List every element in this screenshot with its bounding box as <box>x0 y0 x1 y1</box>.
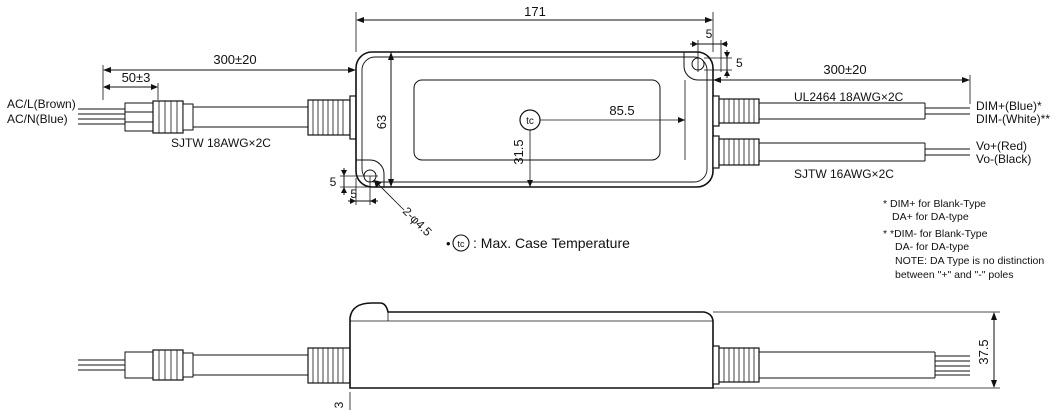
side-height-label: 37.5 <box>976 339 991 364</box>
strip-length-label: 50±3 <box>122 70 151 85</box>
side-bottom-label: 3 <box>332 401 346 408</box>
ac-l-label: AC/L(Brown) <box>7 97 76 111</box>
holes-label: 2-φ4.5 <box>400 204 435 239</box>
bottom-y-label: 5 <box>330 175 337 189</box>
output-cable-label: SJTW 16AWG×2C <box>794 167 894 181</box>
note-line-2: DA+ for DA-type <box>892 211 969 223</box>
note-line-5: NOTE: DA Type is no distinction <box>895 255 1044 267</box>
right-strain-reliefs <box>712 95 760 169</box>
bottom-x-label: 5 <box>350 187 357 201</box>
dim-top-right-corner: 5 5 <box>690 27 743 78</box>
left-strain-relief <box>307 95 357 140</box>
dim-height: 63 <box>374 52 394 187</box>
note-line-1: * DIM+ for Blank-Type <box>883 198 986 210</box>
dim-minus-label: DIM-(White)** <box>976 112 1050 126</box>
top-view: 171 300±20 50±3 <box>7 4 1050 239</box>
ac-n-label: AC/N(Blue) <box>7 112 68 126</box>
dim-left-cable: 300±20 <box>102 52 356 100</box>
tc-legend: • tc : Max. Case Temperature <box>446 234 630 252</box>
note-line-3: * *DIM- for Blank-Type <box>883 228 988 240</box>
input-wires <box>78 102 154 132</box>
tc-symbol-icon <box>519 109 541 131</box>
tc-offset-y-label: 31.5 <box>511 139 526 164</box>
overall-length-label: 171 <box>524 4 546 19</box>
right-cables <box>759 102 970 162</box>
tc-symbol-label: tc <box>526 116 534 127</box>
dim-right-cable: 300±20 <box>713 62 971 104</box>
notes: * DIM+ for Blank-Type DA+ for DA-type * … <box>883 198 1044 281</box>
note-line-6: between "+" and "-" poles <box>895 269 1014 281</box>
dim-overall-length: 171 <box>355 4 714 52</box>
tc-legend-symbol: tc <box>457 239 465 249</box>
tc-legend-icon <box>452 234 470 252</box>
dim-strip: 50±3 <box>103 70 159 100</box>
input-connector <box>152 100 194 134</box>
vo-minus-label: Vo-(Black) <box>976 152 1031 166</box>
left-cable-length-label: 300±20 <box>213 52 256 67</box>
housing-side <box>349 302 714 389</box>
tc-point: tc 85.5 31.5 <box>511 103 685 187</box>
dim-plus-label: DIM+(Blue)* <box>976 99 1042 113</box>
dim-cable-label: UL2464 18AWG×2C <box>794 90 904 104</box>
height-label: 63 <box>374 115 389 129</box>
tc-legend-bullet: • <box>446 236 451 251</box>
vo-plus-label: Vo+(Red) <box>976 139 1027 153</box>
tc-legend-text: : Max. Case Temperature <box>473 235 630 251</box>
input-cable <box>193 106 308 128</box>
tc-offset-x-label: 85.5 <box>609 103 634 118</box>
right-cable-length-label: 300±20 <box>823 62 866 77</box>
corner-x-label: 5 <box>706 27 713 41</box>
note-line-4: DA- for DA-type <box>895 241 969 253</box>
input-cable-label: SJTW 18AWG×2C <box>171 136 271 150</box>
corner-y-label: 5 <box>736 56 743 70</box>
side-view: 37.5 3 <box>78 302 1000 410</box>
